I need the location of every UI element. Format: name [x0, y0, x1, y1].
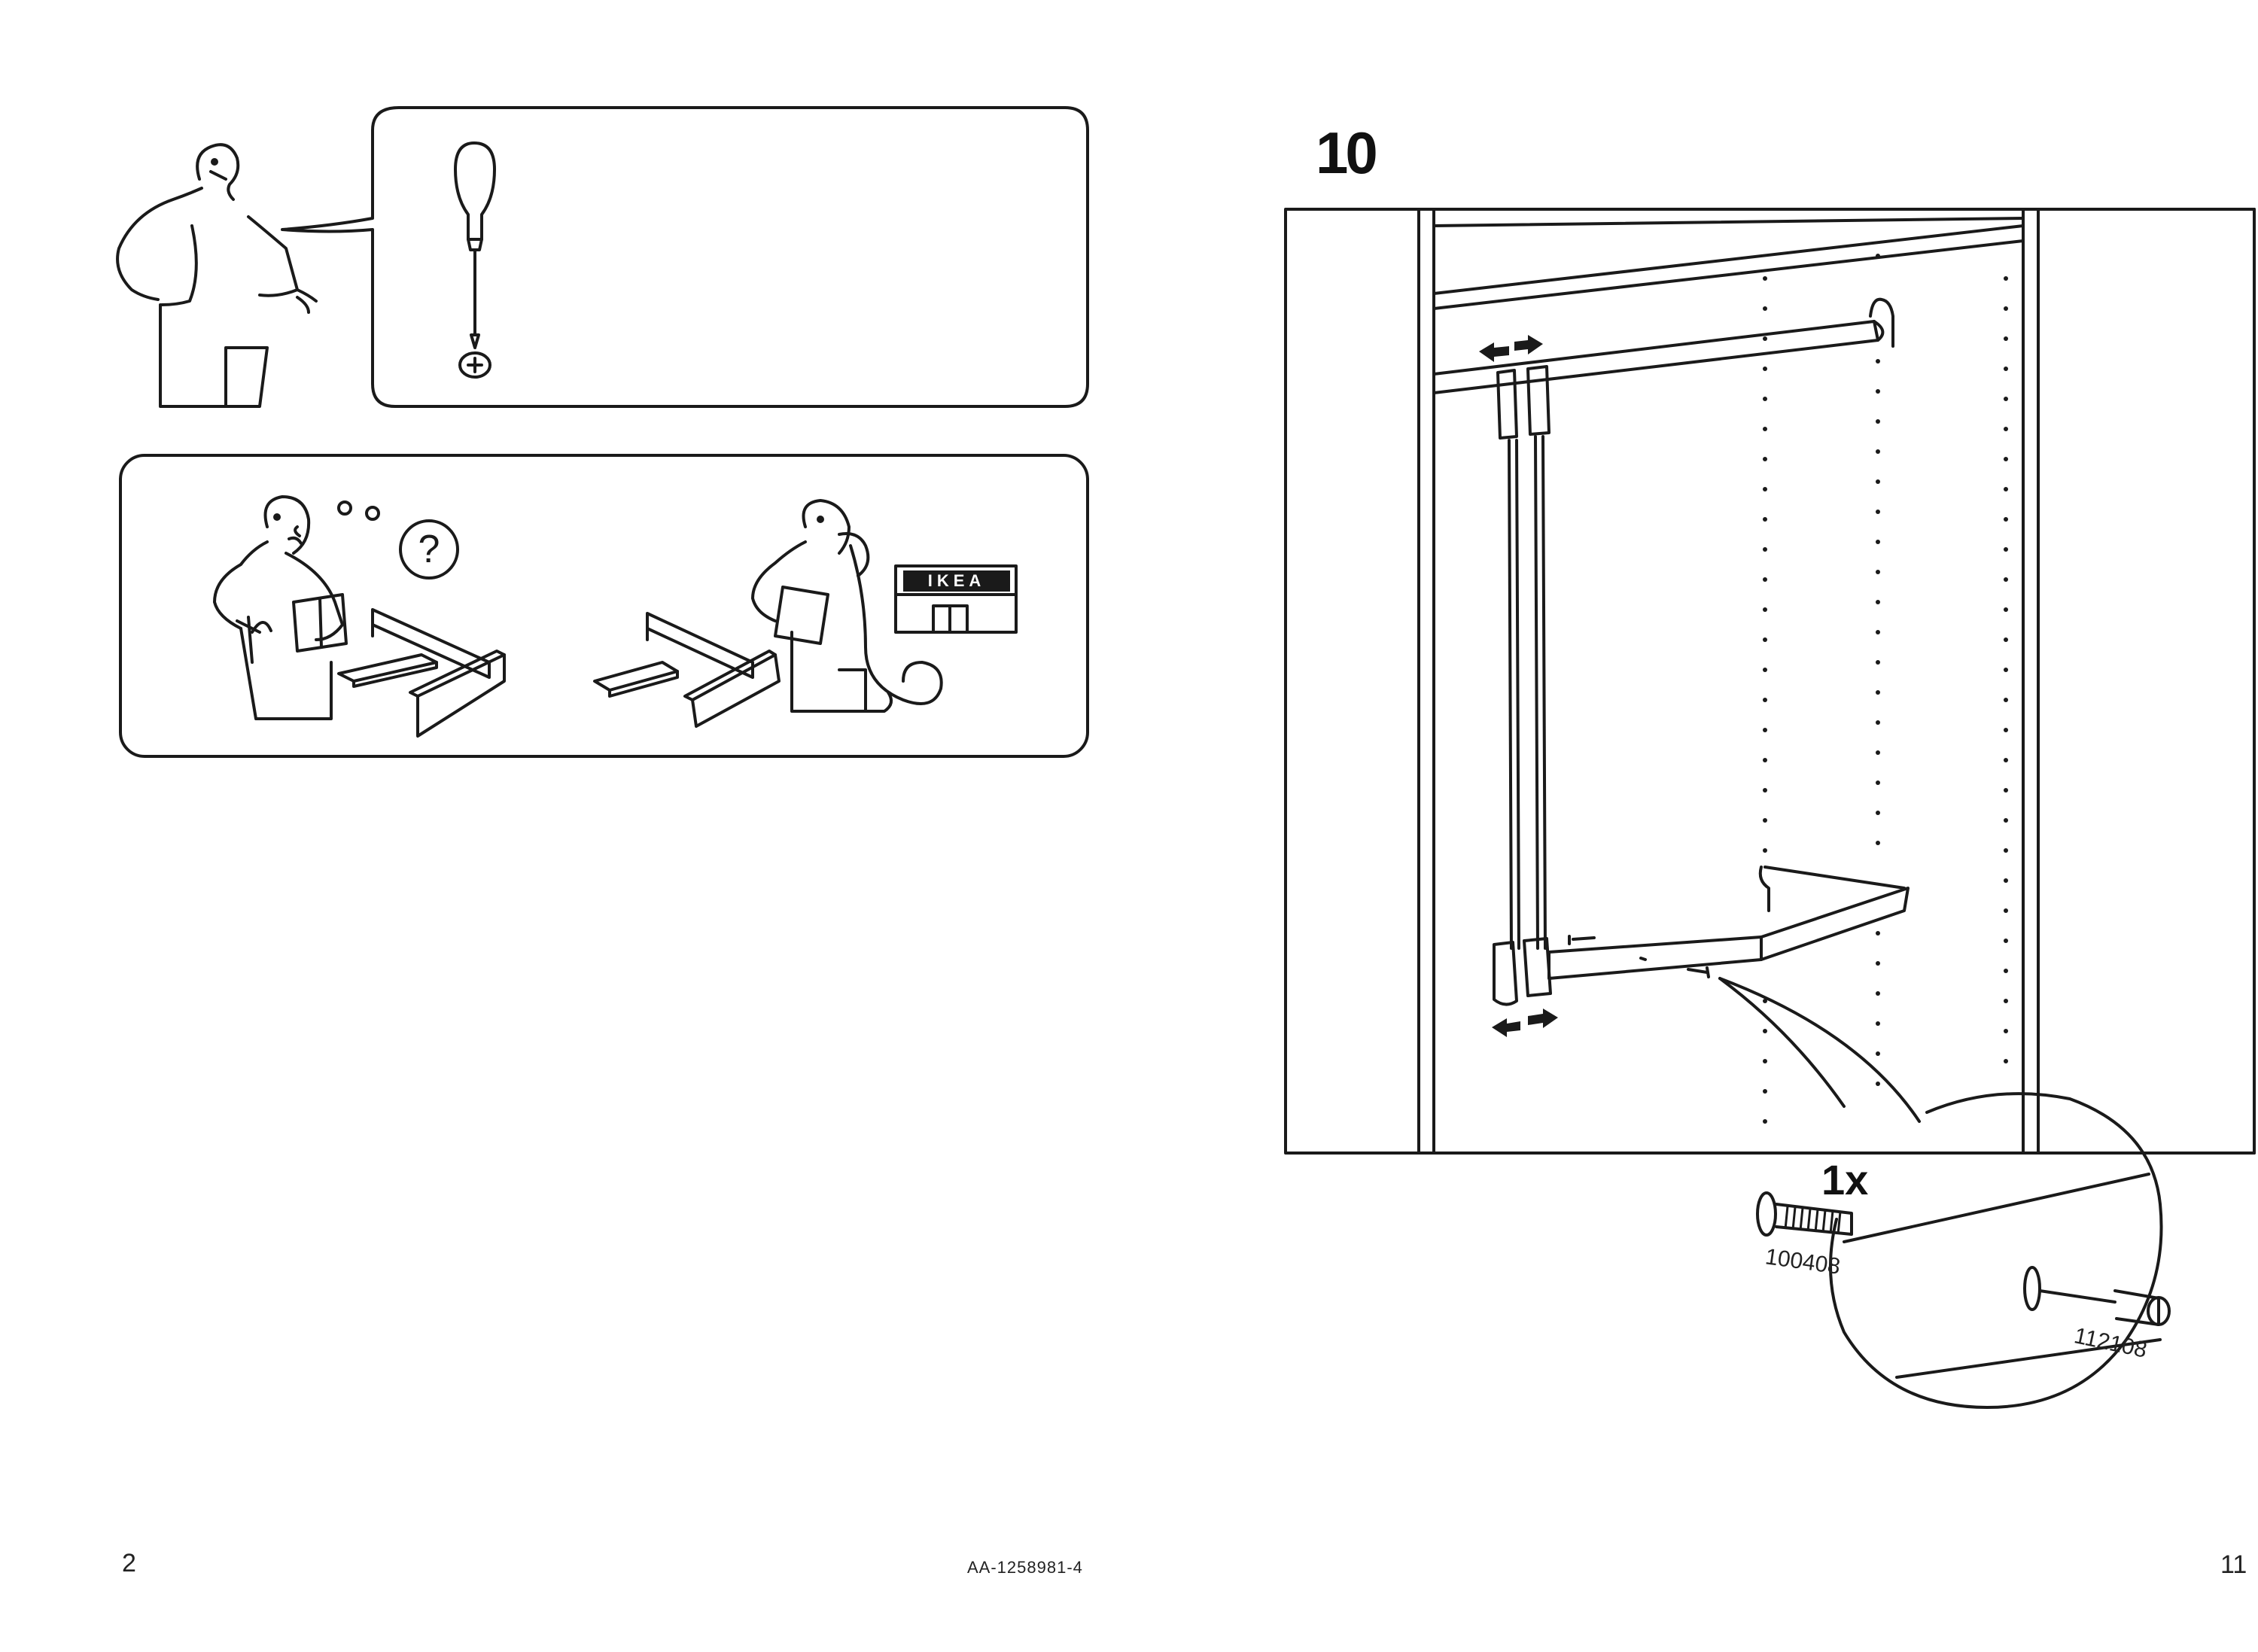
speech-bubble-panel: [281, 106, 1089, 408]
left-page-number: 2: [122, 1549, 136, 1577]
store-sign-text: IKEA: [927, 571, 986, 590]
right-page-number: 11: [2220, 1550, 2247, 1579]
phillips-screwdriver-icon: [454, 141, 496, 379]
document-code: AA-1258981-4: [967, 1558, 1083, 1577]
question-mark-icon: ?: [418, 528, 440, 571]
quantity-label: 1x: [1821, 1156, 1869, 1203]
call-for-help-illustration: [119, 454, 1089, 758]
store-sign: [903, 570, 1010, 592]
presenter-figure: [116, 143, 318, 408]
step-number: 10: [1316, 120, 1378, 186]
tools-needed-illustration: [116, 106, 1089, 408]
help-panel-frame: [119, 454, 1089, 758]
